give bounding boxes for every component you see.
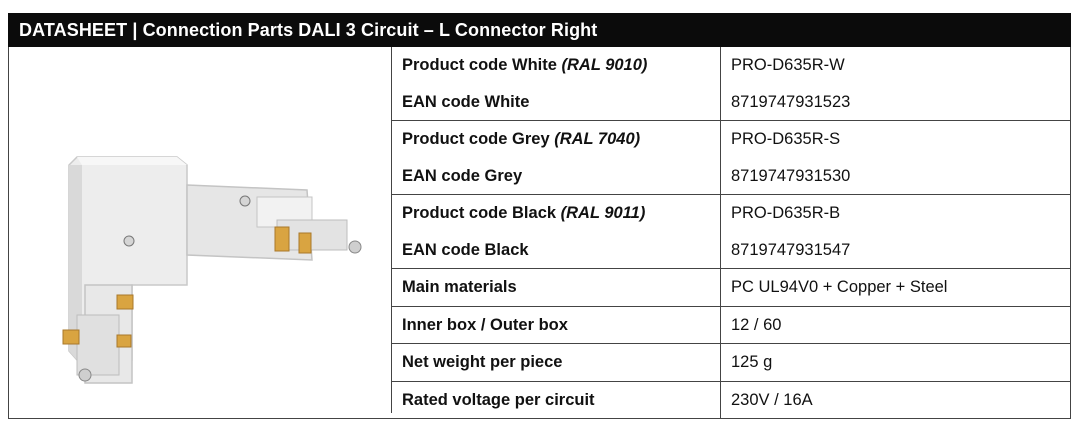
spec-label-ral: (RAL 7040) — [554, 130, 641, 148]
spec-group: Inner box / Outer box 12 / 60 — [392, 306, 1070, 344]
spec-label: Product code White (RAL 9010) — [392, 47, 721, 84]
spec-label: Rated voltage per circuit — [392, 381, 721, 418]
spec-row: Product code White (RAL 9010) PRO-D635R-W — [392, 47, 1070, 84]
spec-label-text: Main materials — [402, 278, 517, 296]
spec-row: Rated voltage per circuit 230V / 16A — [392, 381, 1070, 418]
spec-group: Net weight per piece 125 g — [392, 344, 1070, 382]
spec-group: Product code Grey (RAL 7040) PRO-D635R-S E… — [392, 121, 1070, 195]
spec-group: Product code White (RAL 9010) PRO-D635R-W… — [392, 47, 1070, 121]
spec-value: PRO-D635R-B — [731, 204, 841, 222]
spec-label: EAN code White — [392, 83, 721, 120]
spec-label-ral: (RAL 9010) — [561, 56, 648, 74]
spec-label-text: Product code White — [402, 56, 562, 74]
spec-row: Net weight per piece 125 g — [392, 344, 1070, 381]
datasheet-title: DATASHEET | Connection Parts DALI 3 Circ… — [8, 13, 1071, 47]
spec-label-ral: (RAL 9011) — [560, 204, 646, 222]
spec-group: Main materials PC UL94V0 + Copper + Steel — [392, 269, 1070, 307]
spec-row: Main materials PC UL94V0 + Copper + Steel — [392, 269, 1070, 306]
spec-label: Product code Black (RAL 9011) — [392, 195, 721, 232]
spec-row: Product code Black (RAL 9011) PRO-D635R-B — [392, 195, 1070, 232]
spec-label-text: Product code Black — [402, 204, 561, 222]
l-connector-image — [62, 156, 362, 384]
spec-label-text: EAN code White — [402, 92, 530, 111]
spec-label-text: EAN code Black — [402, 240, 529, 259]
datasheet: DATASHEET | Connection Parts DALI 3 Circ… — [8, 13, 1071, 419]
spec-label: EAN code Grey — [392, 157, 721, 194]
spec-label-text: Net weight per piece — [402, 353, 563, 371]
spec-label: Product code Grey (RAL 7040) — [392, 121, 721, 158]
spec-rows: Product code White (RAL 9010) PRO-D635R-W… — [392, 47, 1070, 418]
spec-value: 12 / 60 — [731, 315, 782, 334]
spec-value: 125 g — [731, 353, 773, 371]
spec-row: EAN code Black 8719747931547 — [392, 231, 1070, 268]
spec-value: 230V / 16A — [731, 390, 813, 409]
spec-value: 8719747931530 — [731, 166, 851, 185]
spec-value: PC UL94V0 + Copper + Steel — [731, 278, 948, 296]
spec-label-text: Product code Grey — [402, 130, 555, 148]
spec-row: Inner box / Outer box 12 / 60 — [392, 306, 1070, 343]
spec-value: PRO-D635R-S — [731, 130, 841, 148]
spec-row: EAN code White 8719747931523 — [392, 83, 1070, 120]
spec-value: PRO-D635R-W — [731, 56, 845, 74]
spec-row: Product code Grey (RAL 7040) PRO-D635R-S — [392, 121, 1070, 158]
spec-table: Product code White (RAL 9010) PRO-D635R-W… — [8, 47, 1071, 419]
spec-value: 8719747931523 — [731, 92, 851, 111]
spec-group: Rated voltage per circuit 230V / 16A — [392, 381, 1070, 418]
spec-label-text: Inner box / Outer box — [402, 315, 568, 334]
spec-row: EAN code Grey 8719747931530 — [392, 157, 1070, 194]
spec-label: Net weight per piece — [392, 344, 721, 381]
spec-value: 8719747931547 — [731, 240, 851, 259]
product-image-cell — [9, 47, 392, 413]
spec-group: Product code Black (RAL 9011) PRO-D635R-B… — [392, 195, 1070, 269]
spec-label-text: Rated voltage per circuit — [402, 390, 595, 409]
spec-label: Main materials — [392, 269, 721, 306]
spec-label: Inner box / Outer box — [392, 306, 721, 343]
spec-label: EAN code Black — [392, 231, 721, 268]
spec-label-text: EAN code Grey — [402, 166, 523, 185]
